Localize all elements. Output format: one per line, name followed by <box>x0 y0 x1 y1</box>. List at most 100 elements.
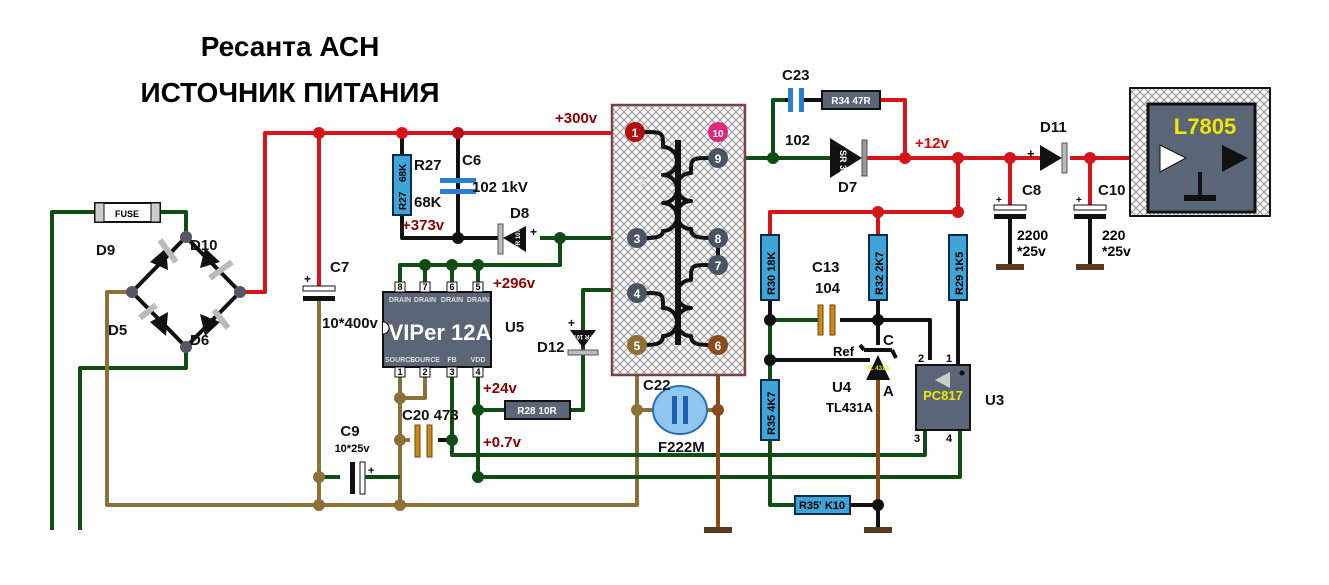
bridge-diode-marking: 4007 <box>170 265 188 274</box>
u5-pin4-label: VDD <box>471 357 486 364</box>
c7-name: C7 <box>330 259 349 276</box>
u5-pin1: 1 <box>397 367 402 377</box>
voltage-24: +24v <box>483 380 517 397</box>
diode-d11: + D11 <box>1027 119 1068 174</box>
svg-text:+: + <box>304 272 311 286</box>
c10-value2: *25v <box>1102 243 1131 259</box>
capacitor-c8: + C8 2200 *25v <box>993 182 1048 259</box>
bridge-rectifier: D9 D10 D5 D6 4007 <box>96 231 246 353</box>
resistor-r35-prime: R35' K10 <box>794 495 851 515</box>
c20-label: C20 473 <box>402 407 459 424</box>
resistor-r28: R28 10R <box>504 400 571 420</box>
transformer-pin-5: 5 <box>634 339 641 353</box>
u5-pin5: 5 <box>475 282 480 292</box>
regulator-label: L7805 <box>1174 114 1236 139</box>
u4-marking: TL 431A <box>866 366 890 372</box>
u5-name: U5 <box>505 319 524 336</box>
u5-pin3: 3 <box>449 367 454 377</box>
u5-pin3-label: FB <box>447 357 456 364</box>
u4-name: U4 <box>832 379 852 396</box>
c9-value: 10*25v <box>335 443 371 455</box>
svg-text:+: + <box>368 465 374 477</box>
r27-body-value: 68K <box>398 163 409 182</box>
shunt-regulator-u4: TL 431A C Ref A U4 TL431A <box>826 332 898 415</box>
capacitor-c20: C20 473 <box>402 407 459 458</box>
chip-u5: DRAIN DRAIN DRAIN DRAIN SOURCE SOURCE FB… <box>382 281 524 378</box>
resistor-r30: R30 18K <box>760 234 780 301</box>
u5-pin6: 6 <box>449 282 454 292</box>
d7-name: D7 <box>838 179 857 196</box>
regulator-l7805: L7805 <box>1129 87 1271 217</box>
d12-marking: FR 107 <box>573 333 593 339</box>
c8-name: C8 <box>1022 182 1041 199</box>
u5-pin5-label: DRAIN <box>467 297 489 304</box>
d6-label: D6 <box>190 332 209 349</box>
c22-name: C22 <box>643 377 671 394</box>
resistor-r32: R32 2K7 <box>868 234 888 301</box>
u3-pin-1: 1 <box>946 353 952 365</box>
svg-text:+: + <box>996 195 1002 206</box>
resistor-r27: R27 68K R27 68K <box>392 154 442 216</box>
title-line1: Ресанта АСН <box>201 31 380 62</box>
c8-value1: 2200 <box>1017 227 1048 243</box>
u5-pin8-label: DRAIN <box>389 297 411 304</box>
transformer-pin-4: 4 <box>634 287 641 301</box>
voltage-296: +296v <box>493 275 536 292</box>
junction-nodes <box>313 127 1096 511</box>
c9-name: C9 <box>340 423 359 440</box>
r29-label: R29 1K5 <box>954 252 966 295</box>
capacitor-c13: C13 104 <box>812 259 841 336</box>
d5-label: D5 <box>108 322 127 339</box>
svg-text:+: + <box>568 316 575 330</box>
capacitor-c7: + C7 10*400v <box>302 259 379 332</box>
u4-pin-ref: Ref <box>833 344 855 359</box>
d12-name: D12 <box>537 339 565 356</box>
svg-text:+: + <box>530 225 537 239</box>
c22-value: F222M <box>658 439 705 456</box>
diode-d8: FR 107 + D8 <box>497 205 537 255</box>
d8-marking: FR 107 <box>516 229 522 249</box>
u3-pin-2: 2 <box>918 353 924 365</box>
diode-d12: FR 107 + D12 <box>537 316 599 356</box>
transformer-pin-1: 1 <box>632 126 639 140</box>
u3-pin-3: 3 <box>914 433 920 445</box>
d8-name: D8 <box>510 205 529 222</box>
c6-name: C6 <box>462 152 481 169</box>
u4-pin-c: C <box>883 332 894 349</box>
resistor-r34: R34 47R <box>821 90 881 110</box>
d10-label: D10 <box>190 237 218 254</box>
transformer: 2 1 10 9 3 8 7 4 5 6 <box>610 103 747 377</box>
transformer-pin-6: 6 <box>715 339 722 353</box>
c23-value: 102 <box>785 132 810 149</box>
u5-pin2-label: SOURCE <box>410 357 440 364</box>
title-line2: ИСТОЧНИК ПИТАНИЯ <box>140 77 439 108</box>
fuse: FUSE <box>94 202 161 223</box>
r27-value: 68K <box>414 194 442 211</box>
resistor-r29: R29 1K5 <box>948 234 968 301</box>
diode-d7: SR 380 D7 <box>830 138 868 196</box>
capacitor-c22: C22 F222M <box>643 377 708 456</box>
u3-name: U3 <box>985 392 1004 409</box>
transformer-pin-9: 9 <box>715 152 722 166</box>
transformer-pin-3: 3 <box>634 232 641 246</box>
transformer-faint-mark: 2 <box>638 173 646 189</box>
c10-value1: 220 <box>1102 227 1126 243</box>
c7-value: 10*400v <box>322 315 379 332</box>
capacitor-c23: C23 102 <box>782 67 810 149</box>
resistor-r35: R35 4K7 <box>760 379 780 441</box>
u5-pin6-label: DRAIN <box>441 297 463 304</box>
ground-bars <box>704 264 1104 533</box>
r34-label: R34 47R <box>831 96 871 107</box>
r27-name: R27 <box>414 157 442 174</box>
u5-pin1-label: SOURCE <box>385 357 415 364</box>
c13-value: 104 <box>815 280 841 297</box>
fuse-label: FUSE <box>115 209 139 219</box>
svg-text:+: + <box>1027 146 1035 161</box>
r35-label: R35 4K7 <box>766 392 778 435</box>
c6-value: 102 1kV <box>472 179 528 196</box>
capacitor-c6: C6 102 1kV <box>440 140 528 232</box>
capacitor-c10: + C10 220 *25v <box>1073 182 1131 259</box>
u5-pin7: 7 <box>422 282 427 292</box>
c13-name: C13 <box>812 259 840 276</box>
